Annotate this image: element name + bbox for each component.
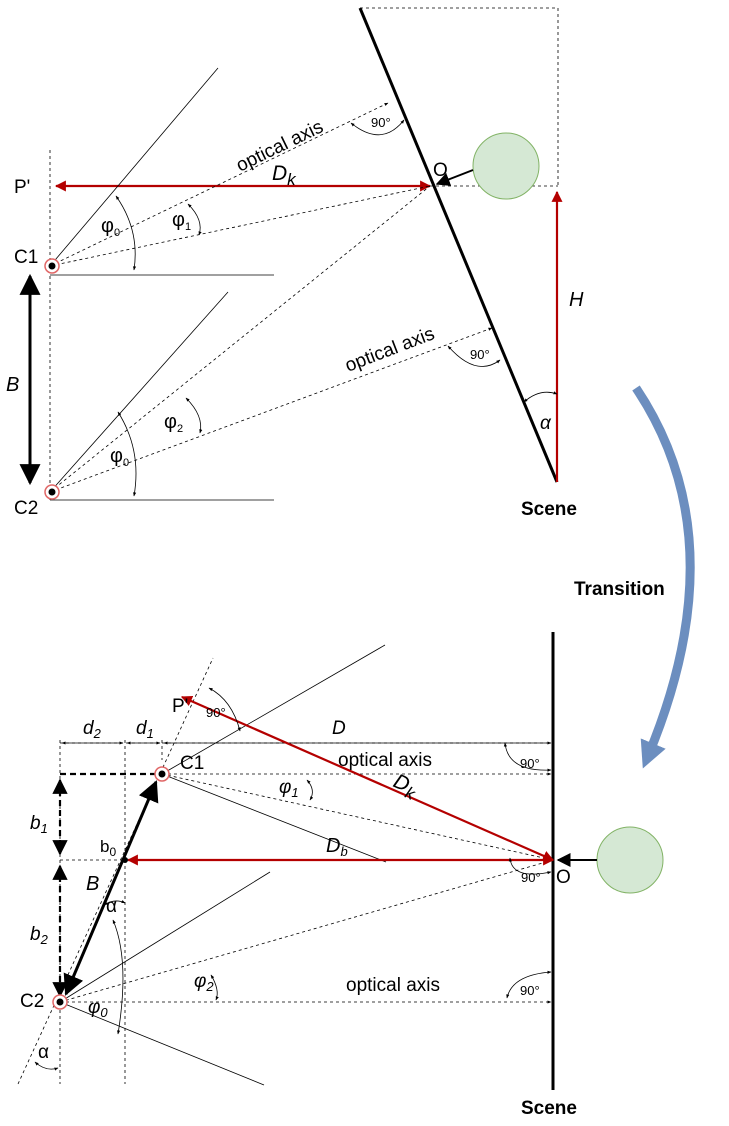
top-scene-label: Scene: [521, 499, 577, 520]
bottom-object-circle: [596, 826, 664, 894]
top-c2-optical-axis: [49, 327, 493, 493]
bottom-b0-point: [122, 857, 128, 863]
bottom-90-arc-p: [208, 687, 241, 732]
top-optical-axis-label-2: optical axis: [342, 323, 437, 376]
transition-label: Transition: [574, 579, 665, 600]
bottom-C1-label: C1: [180, 753, 204, 774]
top-phi2-label: φ2: [164, 411, 183, 435]
top-diagram: optical axis optical axis 90° 90° O P' D…: [6, 7, 584, 520]
bottom-angle-90-a: 90°: [520, 756, 540, 771]
top-c1-fov-upper: [49, 67, 219, 267]
top-alpha-arc: [523, 391, 558, 403]
transition-arrow: Transition: [574, 385, 695, 769]
bottom-O-label: O: [556, 867, 571, 888]
top-camera-c2: [44, 484, 60, 500]
bottom-Dk-arrow: [180, 695, 555, 862]
top-angle-90-b: 90°: [470, 347, 490, 362]
bottom-90-arc-a: [503, 742, 552, 772]
bottom-phi1-label: φ1: [279, 777, 299, 800]
bottom-phi2-label: φ2: [194, 971, 214, 994]
top-phi2-arc: [185, 397, 203, 434]
top-c1-ray-to-O: [49, 185, 431, 267]
top-90-arc-a: [350, 119, 405, 136]
bottom-angle-90-c: 90°: [520, 983, 540, 998]
top-P-prime-label: P': [14, 177, 30, 198]
top-C1-label: C1: [14, 247, 38, 268]
top-angle-90-a: 90°: [371, 115, 391, 130]
top-phi0-label-c2: φ0: [110, 445, 129, 469]
bottom-b0-label: b0: [100, 837, 116, 859]
bottom-P-prime-label: P': [172, 696, 188, 717]
top-c2-fov-upper: [49, 291, 229, 493]
transition-curve: [632, 385, 695, 769]
top-object-circle: [472, 132, 540, 200]
bottom-phi0-arc: [112, 919, 124, 1035]
bottom-optical-axis-label-2: optical axis: [346, 975, 440, 996]
bottom-c1-ray-to-O: [161, 773, 554, 861]
bottom-phi1-arc: [306, 779, 314, 801]
top-B-label: B: [6, 374, 19, 396]
bottom-d1-label: d1: [136, 718, 154, 741]
top-phi0-arc-c1: [115, 195, 137, 271]
top-90-arc-b: [447, 345, 501, 367]
bottom-C2-label: C2: [20, 991, 44, 1012]
top-scene-plane: [358, 7, 559, 483]
top-camera-c1: [44, 258, 60, 274]
bottom-alpha-label-a: α: [106, 896, 117, 917]
bottom-diagram: P' 90° d2 d1 D optical axis 90° C1 φ1 Dk…: [17, 632, 664, 1119]
bottom-90-arc-c: [506, 970, 552, 999]
top-phi1-label: φ1: [172, 209, 191, 233]
bottom-alpha-arc-b: [34, 1061, 59, 1071]
bottom-tilted-baseline: [17, 657, 214, 1085]
bottom-c2-ray-to-O: [59, 859, 554, 1003]
bottom-angle-90-p: 90°: [206, 705, 226, 720]
bottom-c1-fov-lower: [161, 773, 387, 863]
bottom-phi2-arc: [210, 974, 219, 1001]
top-object-arrow: [435, 169, 474, 186]
bottom-scene-label: Scene: [521, 1098, 577, 1119]
bottom-angle-90-b: 90°: [521, 870, 541, 885]
top-H-label: H: [569, 289, 584, 311]
top-c1-optical-axis: [49, 102, 389, 267]
bottom-Db-label: Db: [326, 835, 348, 859]
bottom-c2-fov-lower: [59, 1001, 265, 1086]
bottom-d2-label: d2: [83, 718, 102, 741]
top-C2-label: C2: [14, 498, 38, 519]
top-phi0-arc-c2: [117, 411, 137, 497]
bottom-optical-axis-label-1: optical axis: [338, 750, 432, 771]
bottom-D-label: D: [332, 718, 346, 739]
top-alpha-label: α: [540, 413, 552, 434]
top-Dk-label: Dk: [272, 162, 297, 189]
top-phi0-label-c1: φ0: [101, 215, 120, 239]
bottom-b2-label: b2: [30, 924, 49, 947]
bottom-alpha-label-b: α: [38, 1042, 49, 1063]
bottom-alpha-arc-a: [103, 899, 126, 906]
bottom-camera-c2: [52, 994, 68, 1010]
top-phi1-arc: [187, 203, 202, 236]
bottom-b1-label: b1: [30, 813, 48, 836]
bottom-phi0-label: φ0: [88, 997, 108, 1020]
bottom-camera-c1: [154, 766, 170, 782]
bottom-B-arrow: [63, 780, 159, 996]
bottom-B-label: B: [86, 873, 99, 895]
bottom-90-arc-b: [508, 857, 552, 875]
top-O-label: O: [433, 160, 448, 181]
